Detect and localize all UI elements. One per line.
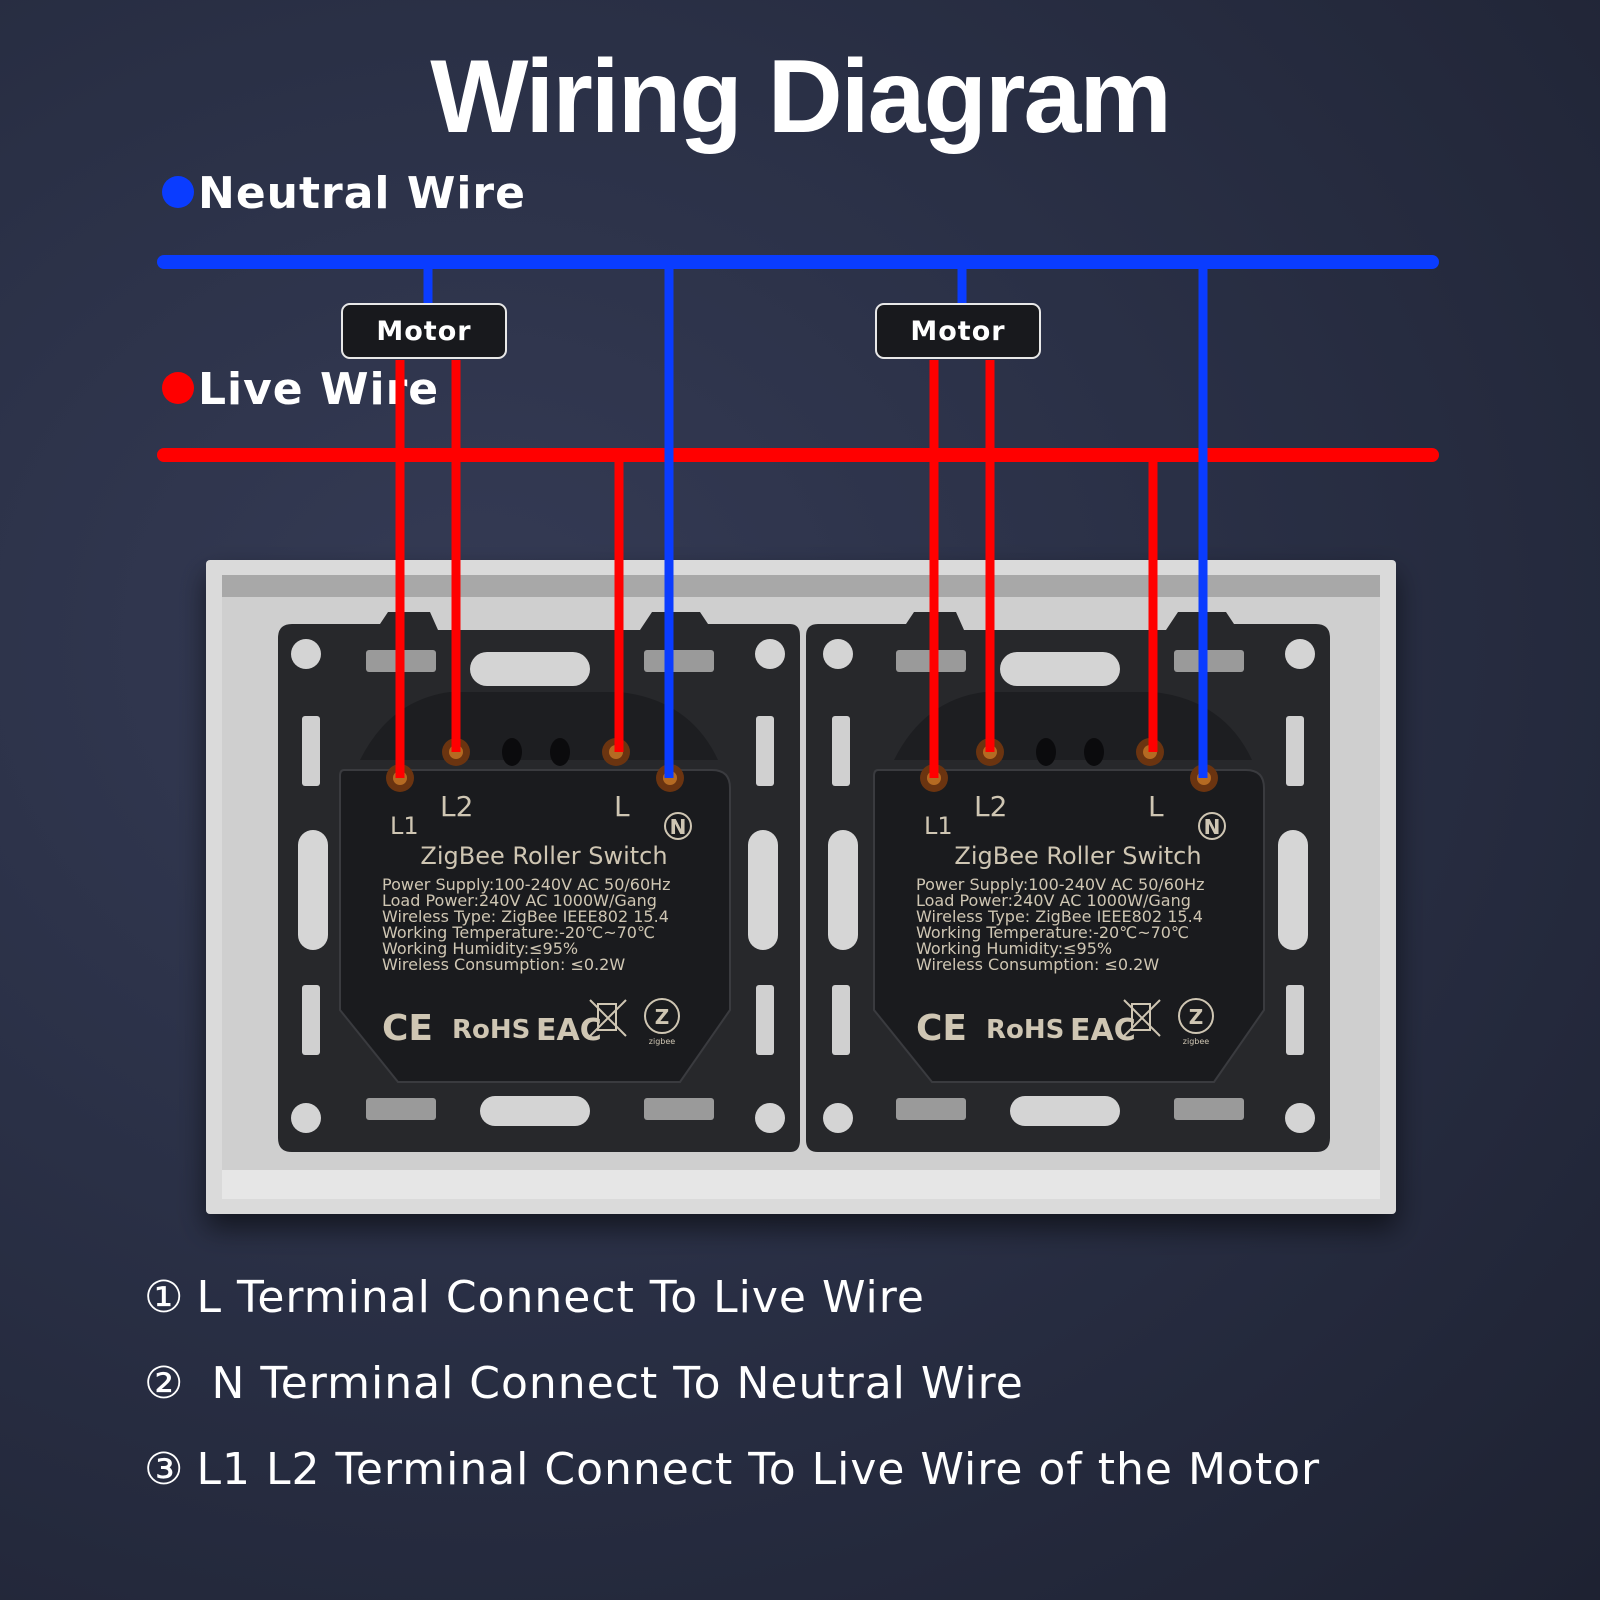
motor-2-box: Motor bbox=[875, 303, 1041, 359]
step-1-marker: ① bbox=[144, 1272, 185, 1323]
step-2-text: N Terminal Connect To Neutral Wire bbox=[196, 1358, 1024, 1409]
weee-bin-icon bbox=[589, 999, 627, 1037]
module-2-spec: Power Supply:100-240V AC 50/60Hz bbox=[916, 875, 1205, 894]
module-2-terminal-n: N bbox=[1204, 815, 1221, 839]
step-3-text: L1 L2 Terminal Connect To Live Wire of t… bbox=[196, 1444, 1321, 1495]
eac-mark-icon: EAC bbox=[536, 1013, 602, 1048]
module-1-spec: Working Temperature:-20℃~70℃ bbox=[382, 923, 655, 942]
module-2-terminal-l1: L1 bbox=[924, 812, 953, 840]
module-1-spec: Wireless Type: ZigBee IEEE802 15.4 bbox=[382, 907, 669, 926]
legend-neutral-wire: Neutral Wire bbox=[162, 168, 526, 219]
diagram-title: Wiring Diagram bbox=[430, 39, 1172, 155]
module-1-terminal-l2: L2 bbox=[440, 790, 473, 823]
zigbee-logo-text: zigbee bbox=[1183, 1037, 1210, 1046]
module-1-spec: Power Supply:100-240V AC 50/60Hz bbox=[382, 875, 671, 894]
eac-mark-icon: EAC bbox=[1070, 1013, 1136, 1048]
module-2-terminal-n-icon bbox=[1198, 812, 1226, 840]
module-2-product-name: ZigBee Roller Switch bbox=[954, 842, 1201, 870]
module-2-spec: Wireless Type: ZigBee IEEE802 15.4 bbox=[916, 907, 1203, 926]
zigbee-logo-icon bbox=[1178, 998, 1214, 1034]
module-2-terminal-l: L bbox=[1148, 790, 1164, 823]
module-1-terminal-l: L bbox=[614, 790, 630, 823]
module-2-spec: Wireless Consumption: ≤0.2W bbox=[916, 955, 1159, 974]
legend-neutral-label: Neutral Wire bbox=[198, 168, 526, 219]
module-2-spec: Working Humidity:≤95% bbox=[916, 939, 1112, 958]
motor-1-box: Motor bbox=[341, 303, 507, 359]
module-1-spec: Load Power:240V AC 1000W/Gang bbox=[382, 891, 657, 910]
svg-text:Z: Z bbox=[655, 1005, 670, 1029]
step-3-marker: ③ bbox=[144, 1444, 185, 1495]
module-1-product-name: ZigBee Roller Switch bbox=[420, 842, 667, 870]
ce-mark-icon: CE bbox=[916, 1008, 967, 1049]
module-1-terminal-l1: L1 bbox=[390, 812, 419, 840]
module-2-terminal-l2: L2 bbox=[974, 790, 1007, 823]
step-2-marker: ② bbox=[144, 1358, 185, 1409]
ce-mark-icon: CE bbox=[382, 1008, 433, 1049]
zigbee-logo-text: zigbee bbox=[649, 1037, 676, 1046]
zigbee-logo-icon bbox=[644, 998, 680, 1034]
module-1-spec: Wireless Consumption: ≤0.2W bbox=[382, 955, 625, 974]
live-dot-icon bbox=[162, 372, 194, 404]
module-1-terminal-n: N bbox=[670, 815, 687, 839]
module-2-spec: Working Temperature:-20℃~70℃ bbox=[916, 923, 1189, 942]
svg-text:Z: Z bbox=[1189, 1005, 1204, 1029]
weee-bin-icon bbox=[1123, 999, 1161, 1037]
neutral-dot-icon bbox=[162, 176, 194, 208]
module-1-terminal-n-icon bbox=[664, 812, 692, 840]
module-2-spec: Load Power:240V AC 1000W/Gang bbox=[916, 891, 1191, 910]
module-1-spec: Working Humidity:≤95% bbox=[382, 939, 578, 958]
instruction-step-2: ② N Terminal Connect To Neutral Wire bbox=[144, 1358, 1024, 1409]
rohs-mark-icon: RoHS bbox=[452, 1015, 530, 1045]
step-1-text: L Terminal Connect To Live Wire bbox=[196, 1272, 925, 1323]
rohs-mark-icon: RoHS bbox=[986, 1015, 1064, 1045]
